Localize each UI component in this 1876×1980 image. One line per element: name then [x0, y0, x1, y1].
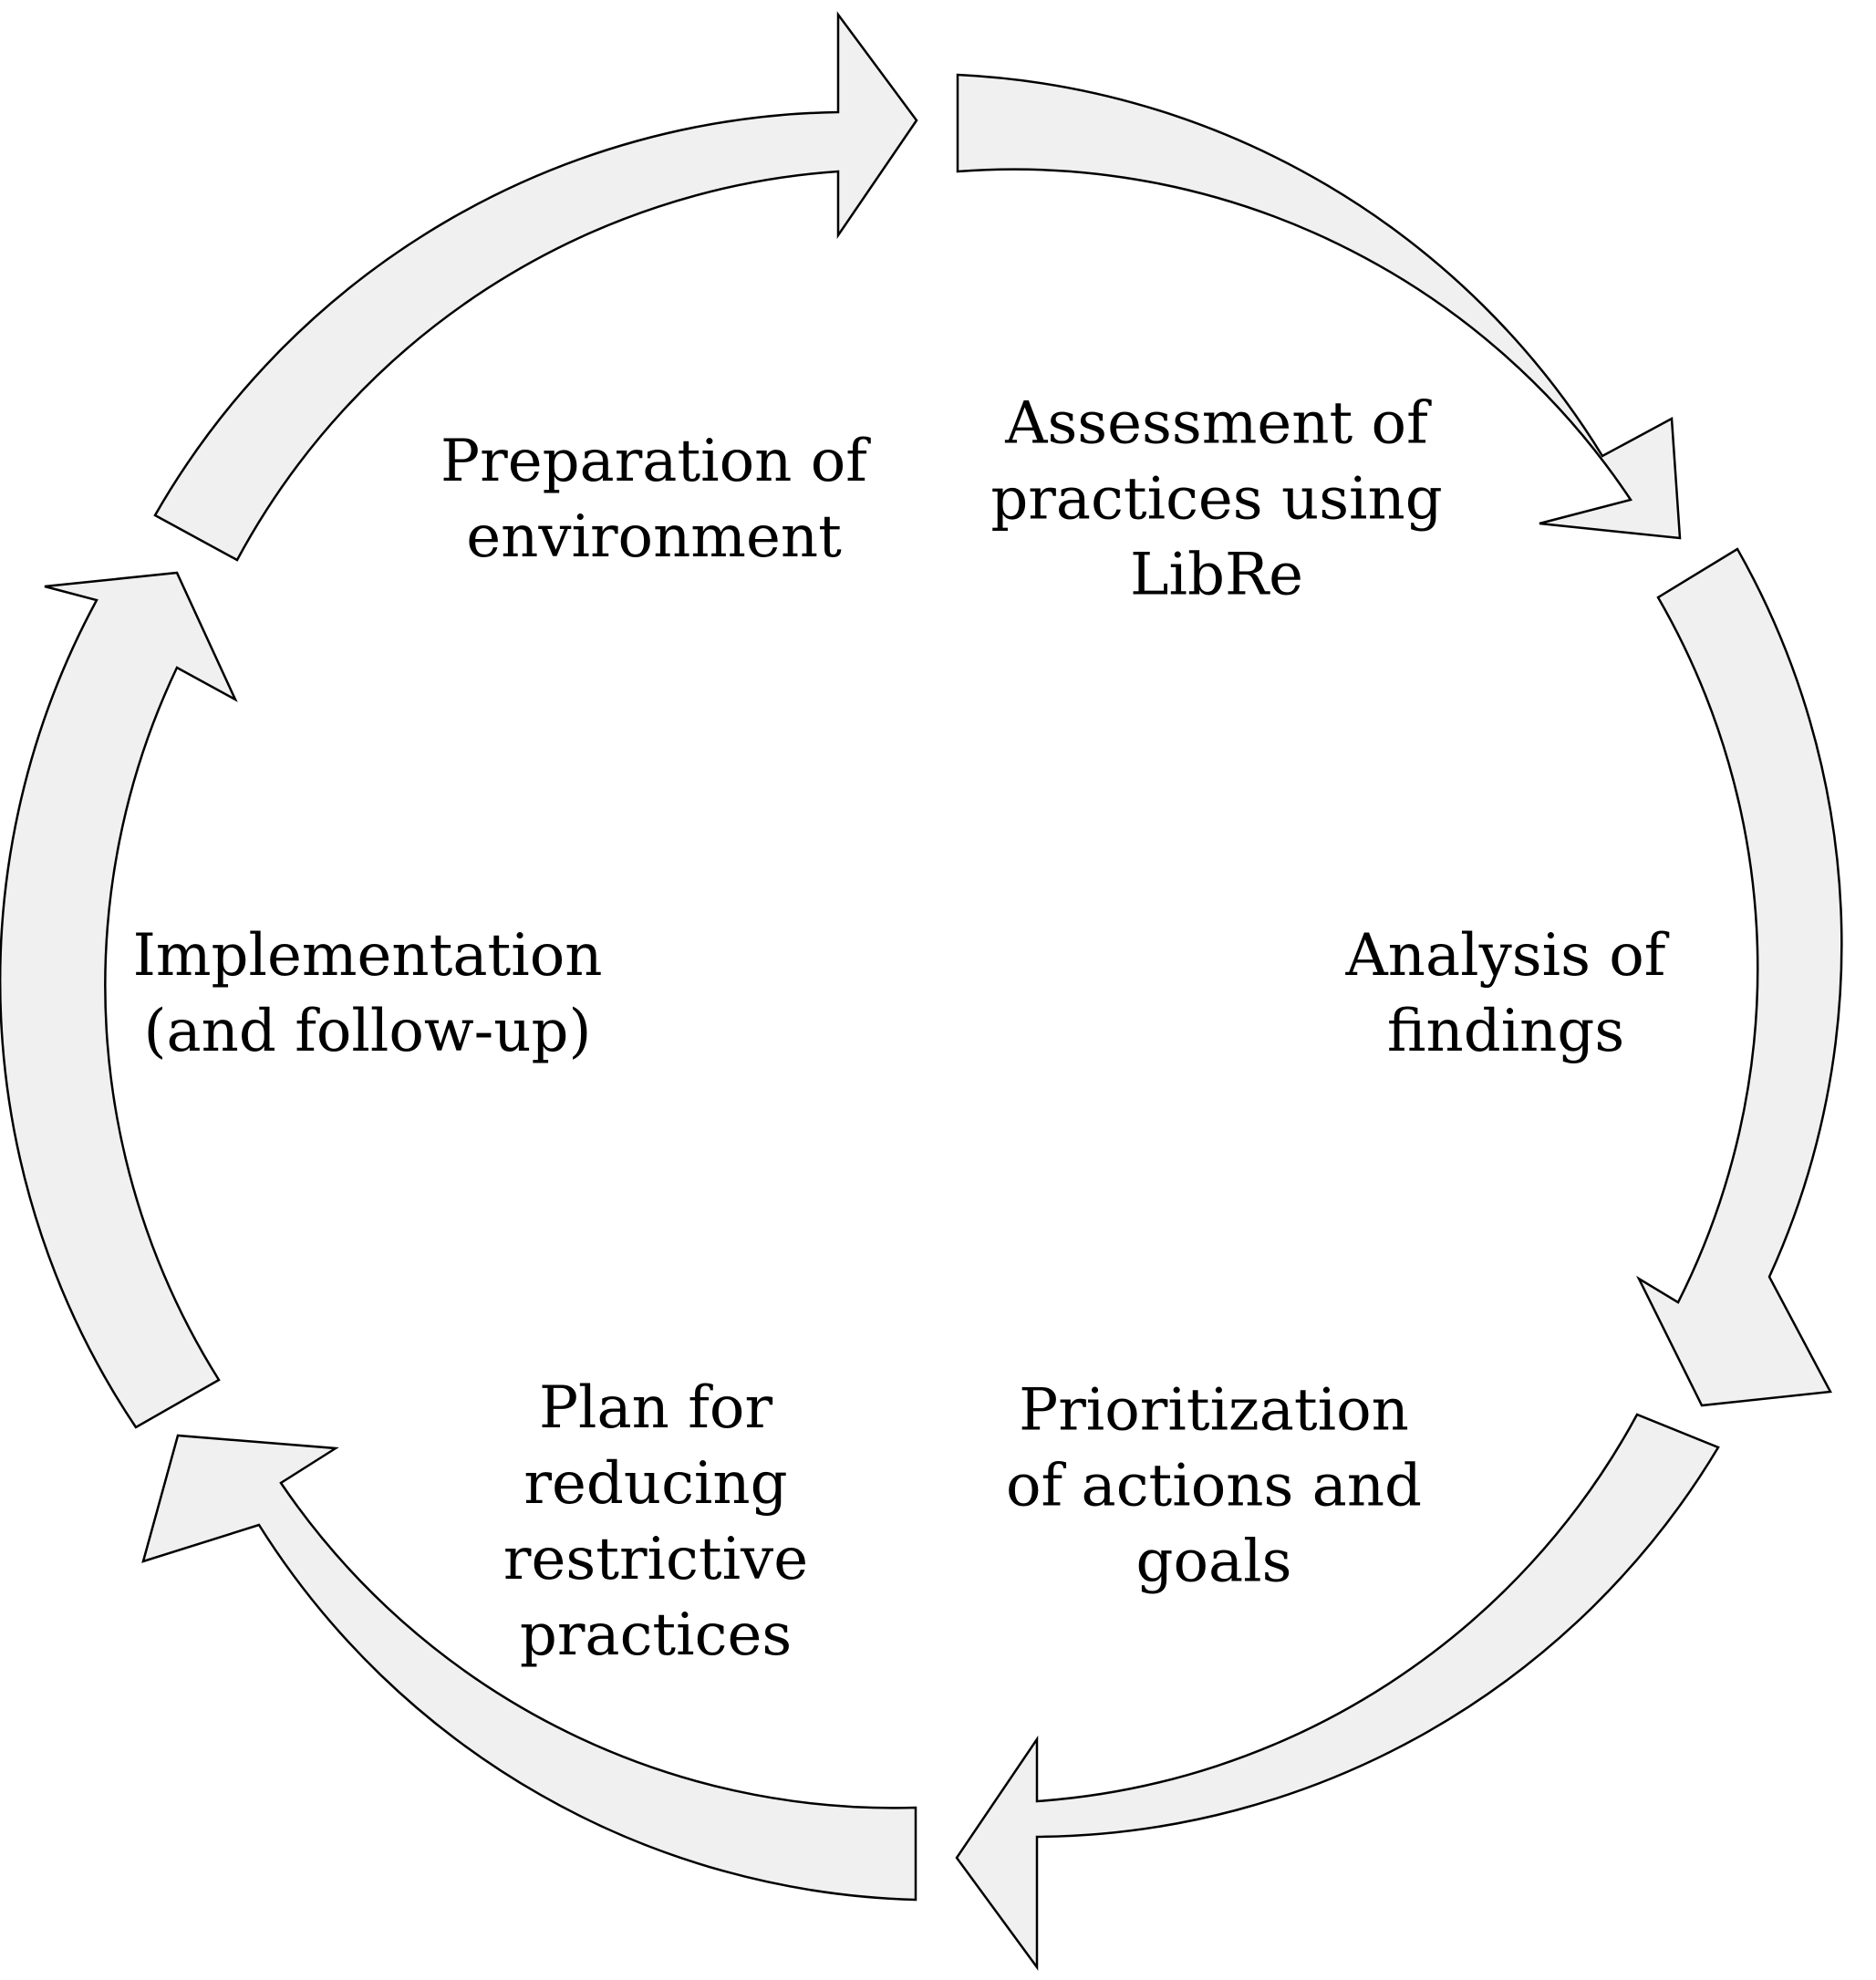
- step-analysis-line-2: findings: [1386, 998, 1625, 1065]
- step-plan-line-4: practices: [519, 1602, 793, 1669]
- step-assessment-line-3: LibRe: [1130, 541, 1303, 609]
- step-label-assessment: Assessment of practices using LibRe: [990, 387, 1442, 614]
- cycle-arrow-top-right: [956, 73, 1682, 540]
- cycle-arrow-right: [1635, 547, 1843, 1407]
- step-plan-line-3: restrictive: [503, 1526, 809, 1593]
- step-prioritization-line-2: of actions and: [1005, 1452, 1423, 1520]
- step-plan-line-2: reducing: [523, 1450, 788, 1518]
- step-prioritization-line-3: goals: [1135, 1528, 1292, 1596]
- step-label-plan: Plan for reducing restrictive practices: [503, 1371, 808, 1674]
- step-label-preparation: Preparation of environment: [440, 424, 867, 575]
- step-preparation-line-1: Preparation of: [440, 428, 867, 495]
- step-prioritization-line-1: Prioritization: [1019, 1376, 1409, 1445]
- step-assessment-line-2: practices using: [990, 465, 1443, 534]
- step-preparation-line-2: environment: [466, 503, 842, 571]
- cycle-arrow-bottom-right: [955, 1413, 1720, 1971]
- step-label-prioritization: Prioritization of actions and goals: [1006, 1374, 1422, 1601]
- step-label-implementation: Implementation (and follow-up): [133, 918, 603, 1070]
- step-implementation-line-2: (and follow-up): [143, 998, 592, 1065]
- step-plan-line-1: Plan for: [538, 1374, 773, 1442]
- step-assessment-line-1: Assessment of: [1005, 389, 1428, 458]
- cycle-arrow-bottom-left: [141, 1434, 917, 1902]
- step-label-analysis: Analysis of findings: [1346, 918, 1666, 1070]
- step-implementation-line-1: Implementation: [132, 922, 603, 990]
- step-analysis-line-1: Analysis of: [1345, 922, 1666, 990]
- cycle-arrow-top-left: [153, 11, 918, 562]
- cycle-arrow-left: [0, 571, 238, 1429]
